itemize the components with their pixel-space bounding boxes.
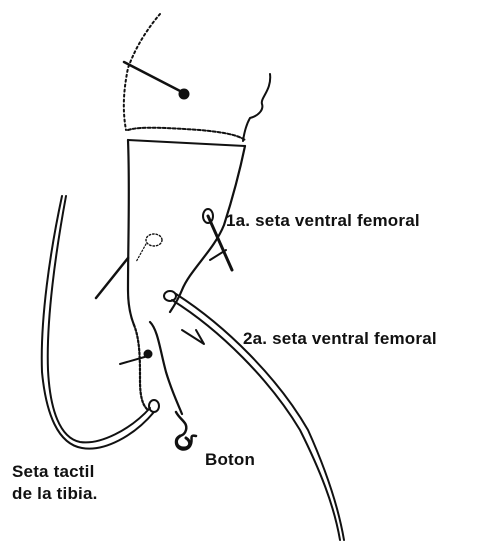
second-ventral-seta-label: 2a. seta ventral femoral [243,328,437,350]
segment-joint [128,128,245,140]
second-seta-socket [164,291,176,301]
tibia-small-socket [144,350,152,358]
segment-joint-lower [128,140,245,146]
tibia-small-spine [120,356,148,364]
femur-dotted-trail [136,244,146,262]
upper-segment-right-edge [243,74,270,141]
tactile-seta-socket [149,400,159,412]
tactile-seta-label-line2: de la tibia. [12,483,98,505]
femur-dotted-spot [146,234,162,246]
upper-seta-socket [179,89,189,99]
tibia-left-edge [134,325,148,410]
tibia-spur [182,330,204,344]
tactile-seta-hair-a [48,196,150,442]
femur-left-edge [128,140,134,325]
button-knot [177,436,190,448]
first-seta-outer [210,250,226,260]
tactile-seta-label-line1: Seta tactil [12,461,95,483]
button-label: Boton [205,449,255,471]
upper-seta-hair [124,62,182,92]
first-ventral-seta-label: 1a. seta ventral femoral [226,210,420,232]
button-structure [176,412,196,449]
femur-left-spine [96,258,128,298]
